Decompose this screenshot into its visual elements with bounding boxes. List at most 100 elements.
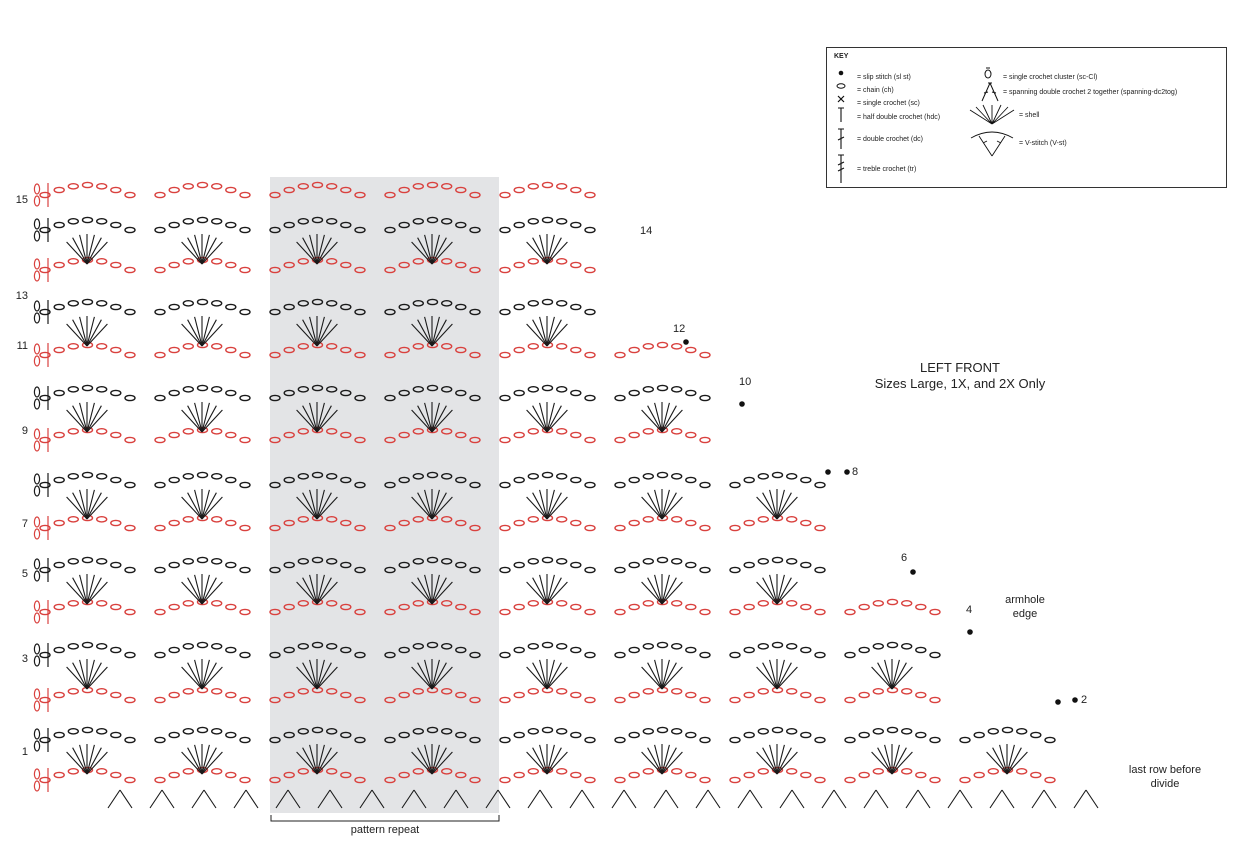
chain-stitch (671, 427, 683, 435)
chain-stitch (95, 558, 108, 565)
dc-stitch (86, 234, 95, 265)
dc-stitch (546, 747, 562, 775)
dc-stitch (201, 577, 217, 605)
chain-stitch (110, 603, 122, 611)
chain-stitch (455, 771, 467, 779)
armhole-edge-label: armhole edge (995, 593, 1055, 621)
chain-stitch (786, 768, 798, 775)
dc-stitch (769, 489, 778, 520)
chain-stitch (699, 776, 711, 784)
chain-stitch (570, 389, 582, 397)
chain-stitch (499, 394, 511, 402)
chain-stitch (729, 776, 741, 784)
dc-stitch (316, 489, 325, 520)
chain-stitch (53, 561, 65, 569)
dc-stitch (302, 405, 318, 433)
chain-stitch (269, 266, 281, 274)
chain-stitch (384, 776, 396, 784)
chain-stitch (570, 431, 582, 439)
dc-stitch (201, 747, 217, 775)
chain-stitch (283, 261, 295, 269)
chain-stitch (326, 768, 338, 775)
dc-stitch (201, 496, 223, 520)
chain-stitch (340, 346, 352, 354)
chain-stitch (614, 351, 626, 359)
dc-stitch (546, 577, 562, 605)
dc-stitch (641, 666, 663, 690)
dc-stitch (72, 237, 88, 265)
chain-stitch (469, 266, 481, 274)
chain-stitch (269, 566, 281, 574)
chain-stitch (110, 346, 122, 354)
chain-stitch (39, 394, 51, 402)
row-number-13: 13 (15, 290, 28, 302)
chain-stitch (398, 561, 410, 569)
dc-stitch (424, 316, 433, 347)
edge-chain (33, 516, 41, 528)
foundation-stitch (737, 789, 763, 809)
dc-stitch (181, 581, 203, 605)
chain-stitch (441, 558, 453, 565)
dc-stitch (661, 489, 670, 520)
dc-stitch (411, 581, 433, 605)
chain-stitch (671, 688, 683, 695)
dc-stitch (532, 405, 548, 433)
chain-stitch (513, 389, 525, 397)
chain-stitch (570, 603, 582, 611)
chain-stitch (959, 736, 971, 744)
dc-stitch (296, 496, 318, 520)
dc-stitch (309, 489, 318, 520)
chain-stitch (354, 566, 366, 574)
dc-stitch (411, 751, 433, 775)
chain-stitch (987, 728, 999, 735)
chain-stitch (95, 427, 108, 435)
edge-chain (33, 473, 41, 485)
chain-stitch (513, 561, 525, 569)
chain-stitch (743, 561, 755, 569)
chain-stitch (800, 603, 812, 611)
chain-stitch (239, 266, 251, 274)
chain-stitch (297, 643, 309, 650)
pattern-repeat-bracket (270, 815, 500, 822)
edge-chain (33, 398, 41, 410)
chain-stitch (225, 221, 237, 229)
chain-stitch (455, 346, 467, 354)
chain-stitch (283, 389, 295, 397)
dc-stitch (661, 402, 670, 433)
chain-stitch (1016, 728, 1028, 735)
chain-stitch (556, 688, 568, 695)
chain-stitch (53, 519, 65, 527)
chain-stitch (124, 308, 136, 316)
chain-stitch (269, 394, 281, 402)
chain-stitch (182, 768, 195, 775)
chain-stitch (110, 221, 122, 229)
dc-stitch (316, 492, 332, 520)
chain-stitch (556, 558, 568, 565)
chain-stitch (81, 726, 94, 734)
chain-stitch (67, 558, 80, 565)
dc-stitch (66, 409, 88, 433)
chain-stitch (95, 299, 108, 307)
chain-stitch (614, 524, 626, 532)
chain-stitch (354, 776, 366, 784)
chain-stitch (729, 608, 741, 616)
chain-stitch (469, 308, 481, 316)
dc-stitch (316, 662, 332, 690)
foundation-stitch (695, 789, 721, 809)
chain-stitch (398, 346, 410, 354)
chain-stitch (168, 476, 180, 484)
chain-stitch (858, 646, 870, 654)
chain-stitch (110, 691, 122, 699)
chain-stitch (168, 431, 180, 439)
dc-stitch (431, 659, 440, 690)
chain-stitch (915, 771, 927, 779)
chain-stitch (671, 385, 683, 393)
chain-stitch (311, 471, 324, 479)
chain-stitch (326, 643, 338, 650)
chain-stitch (786, 688, 798, 695)
chain-stitch (872, 768, 884, 775)
chain-stitch (541, 384, 554, 392)
chain-stitch (699, 481, 711, 489)
dc-stitch (546, 402, 555, 433)
dc-stitch (776, 581, 798, 605)
